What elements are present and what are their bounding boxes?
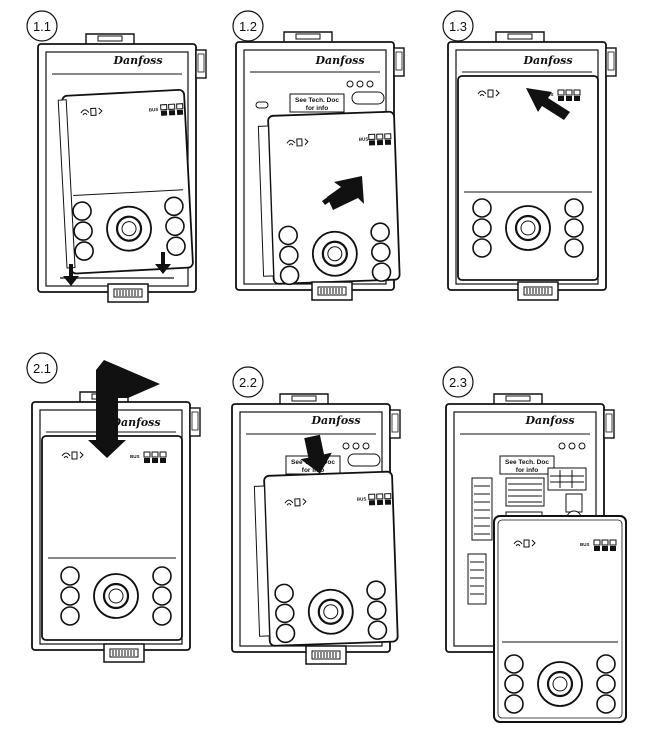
- bus-label: BUS: [357, 496, 367, 501]
- step-1-1-label: 1.1: [33, 19, 51, 34]
- step-1-2-label: 1.2: [239, 19, 257, 34]
- step-2-2-label: 2.2: [239, 375, 257, 390]
- note-line-2: for info: [516, 467, 538, 474]
- step-1-3-badge: [442, 10, 474, 42]
- arrow-up-left: [526, 88, 570, 120]
- step-1-2-badge: [232, 10, 264, 42]
- step-1-2: 1.2 Danfoss See Tech. Doc for info BUS: [232, 10, 405, 301]
- bus-label: BUS: [359, 137, 369, 142]
- step-2-2-badge: [232, 366, 264, 398]
- step-2-3-badge: [442, 366, 474, 398]
- step-2-1: 2.1 Danfoss BUS: [26, 352, 201, 663]
- note-line-1: See Tech. Doc: [295, 97, 339, 104]
- arrow-up-slant: [327, 176, 364, 210]
- step-1-1: 1.1 Danfoss BUS: [26, 10, 207, 303]
- step-1-3: 1.3 Danfoss BUS: [442, 10, 617, 301]
- arrow-lift-tilt: [88, 360, 160, 458]
- step-1-3-label: 1.3: [449, 19, 467, 34]
- note-line-1: See Tech. Doc: [505, 459, 549, 466]
- bus-label: BUS: [580, 542, 590, 547]
- brand-logo: Danfoss: [112, 54, 162, 67]
- brand-logo: Danfoss: [314, 54, 364, 67]
- brand-logo: Danfoss: [310, 414, 360, 427]
- step-2-2: 2.2 Danfoss See Tech. Doc for info BUS: [231, 366, 401, 665]
- note-line-2: for info: [302, 467, 324, 474]
- step-2-3-label: 2.3: [449, 375, 467, 390]
- step-2-1-badge: [26, 352, 58, 384]
- step-1-1-badge: [26, 10, 58, 42]
- brand-logo: Danfoss: [110, 416, 160, 429]
- bus-label: BUS: [149, 107, 159, 112]
- arrow-down-left: [63, 264, 79, 286]
- bus-label: BUS: [130, 454, 140, 459]
- arrow-down-right: [155, 252, 171, 274]
- note-line-2: for info: [306, 105, 328, 112]
- brand-logo: Danfoss: [522, 54, 572, 67]
- step-2-1-label: 2.1: [33, 361, 51, 376]
- arrow-down-insert: [300, 434, 332, 474]
- step-2-3: 2.3 Danfoss See Tech. Doc for info: [442, 366, 627, 723]
- brand-logo: Danfoss: [524, 414, 574, 427]
